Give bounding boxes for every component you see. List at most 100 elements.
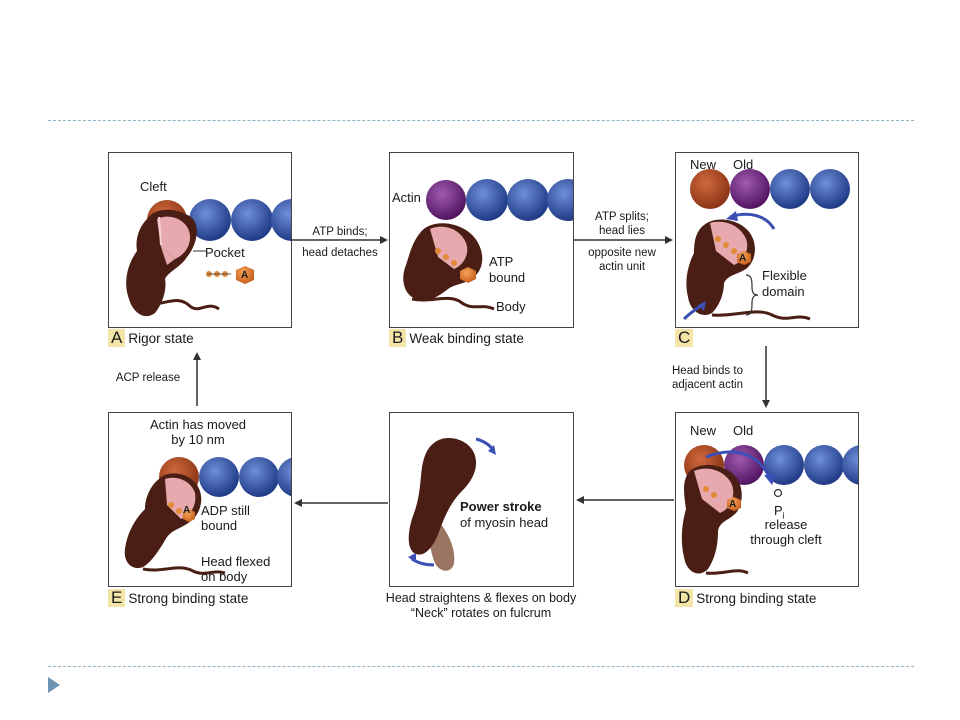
panel-a-illustration — [126, 199, 291, 317]
step-b-to-c-line3: opposite new — [588, 247, 656, 259]
panel-d-letter: D — [675, 589, 694, 607]
step-c-to-d-line2: adjacent actin — [672, 379, 743, 391]
power-stroke-panel: Power stroke of myosin head — [389, 412, 574, 587]
arrow-power-to-e-head — [294, 499, 302, 507]
myosin-tail — [705, 569, 749, 575]
myosin-tail — [411, 296, 495, 311]
actin-binding-cleft — [157, 216, 191, 259]
phosphate-release-arrow — [705, 450, 772, 480]
step-a-to-b-label: ATP binds; head detaches — [292, 225, 388, 260]
power-stroke-note: Head straightens & flexes on body “Neck”… — [352, 591, 610, 621]
on-body-label: on body — [201, 569, 248, 584]
of-myosin-head-label: of myosin head — [460, 515, 549, 530]
through-cleft-label: through cleft — [750, 532, 822, 547]
panel-c: New Old A Flexible domain — [675, 152, 859, 328]
panel-b-illustration — [403, 179, 573, 311]
power-note-line2: “Neck” rotates on fulcrum — [410, 606, 552, 620]
actin-subunit — [277, 457, 291, 497]
phosphate — [451, 260, 457, 266]
rotation-arrowhead — [698, 301, 706, 311]
step-a-to-b-line1: ATP binds; — [312, 226, 368, 238]
adp-still-label: ADP still — [201, 503, 250, 518]
bound-label: bound — [489, 270, 526, 285]
adp-marker-label: A — [183, 505, 191, 516]
actin-subunit — [507, 179, 549, 221]
rotation-arrowhead — [488, 445, 496, 455]
panel-e-letter: E — [108, 589, 126, 607]
new-actin-label: New — [690, 157, 717, 172]
actin-subunit — [730, 169, 770, 209]
phosphate — [715, 236, 721, 242]
pocket-label: Pocket — [205, 245, 245, 260]
actin-subunit — [770, 169, 810, 209]
phosphate — [711, 492, 717, 498]
top-divider — [48, 120, 914, 121]
actin-subunit — [810, 169, 850, 209]
phosphate — [435, 248, 441, 254]
panel-c-illustration — [682, 169, 850, 321]
rotation-arrowhead — [408, 553, 416, 563]
flexible-label: Flexible — [762, 268, 807, 283]
phosphate — [703, 486, 709, 492]
flexible-domain-brace — [745, 274, 759, 316]
pi-symbol: P — [774, 503, 783, 518]
actin-subunit — [239, 457, 279, 497]
actin-subunit — [426, 180, 466, 220]
panel-b-title: Weak binding state — [409, 331, 524, 346]
old-actin-label: Old — [733, 423, 754, 438]
panel-c-letter: C — [675, 329, 694, 347]
panel-d-title: Strong binding state — [696, 591, 817, 606]
panel-a-title: Rigor state — [128, 331, 194, 346]
phosphate — [176, 508, 182, 514]
atp-label: ATP — [489, 254, 514, 269]
step-b-to-c-line1: ATP splits; — [595, 211, 649, 223]
actin-label: Actin — [392, 190, 421, 205]
arrow-d-to-power-head — [576, 496, 584, 504]
step-b-to-c-line4: actin unit — [598, 261, 646, 273]
myosin-tail — [711, 310, 811, 321]
step-a-to-b-line2: head detaches — [302, 247, 378, 259]
arrow-c-to-d-head — [762, 400, 770, 408]
myosin-tail — [148, 299, 220, 311]
new-actin-label: New — [690, 423, 717, 438]
power-stroke-label: Power stroke — [460, 499, 542, 514]
actin-subunit — [547, 179, 573, 221]
panel-e-illustration — [124, 457, 291, 575]
panel-a-letter: A — [108, 329, 126, 347]
panel-d-illustration — [681, 445, 858, 575]
phosphate-release-arrowhead — [764, 475, 776, 485]
step-b-to-c-line2: head lies — [598, 225, 646, 237]
phosphate — [723, 242, 729, 248]
power-note-line1: Head straightens & flexes on body — [385, 591, 577, 605]
actin-binding-cleft — [694, 468, 734, 513]
released-phosphate — [773, 488, 783, 498]
slide-bullet-icon — [48, 677, 60, 693]
cleft-label: Cleft — [140, 179, 167, 194]
panel-b-letter: B — [389, 329, 407, 347]
panel-d: New Old A Pi release through cleft — [675, 412, 859, 587]
adp-adenosine — [183, 509, 195, 522]
power-stroke-illustration — [408, 437, 496, 571]
bottom-divider — [48, 666, 914, 667]
actin-subunit — [189, 199, 231, 241]
adp-adenosine — [737, 251, 751, 265]
actin-subunit — [842, 445, 858, 485]
actin-subunit — [231, 199, 273, 241]
adp-bound-label: bound — [201, 518, 238, 533]
old-actin-label: Old — [733, 157, 754, 172]
arrow-b-to-c-head — [665, 236, 673, 244]
step-e-to-a-label: ACP release — [115, 372, 181, 384]
atp-adenosine — [460, 267, 476, 283]
atp-adenosine — [236, 266, 254, 284]
panel-b: Actin ATP bound Body — [389, 152, 574, 328]
rotation-arrowhead — [726, 211, 738, 221]
actin-subunit — [690, 169, 730, 209]
phosphate — [443, 254, 449, 260]
body-label: Body — [496, 299, 526, 314]
phosphate — [731, 248, 737, 254]
actin-binding-cleft — [165, 477, 196, 519]
